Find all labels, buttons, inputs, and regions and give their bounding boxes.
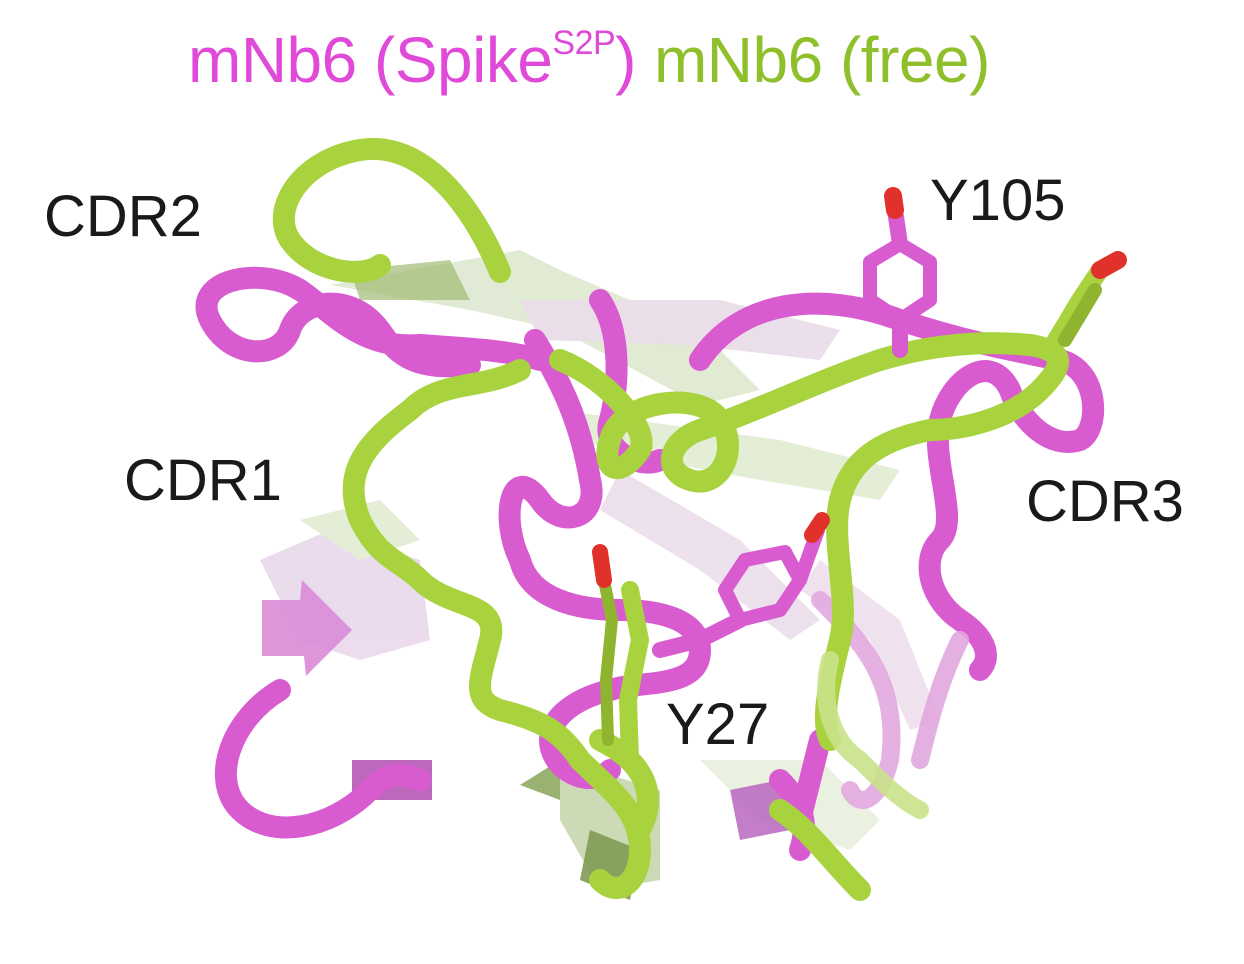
label-cdr3: CDR3 [1026,469,1184,534]
y105-sidechain [863,187,937,358]
legend-bound-suffix: ) [615,24,636,96]
legend: mNb6 (SpikeS2P)mNb6 (free) [188,23,990,96]
legend-bound-superscript: S2P [552,23,616,62]
label-cdr2: CDR2 [44,184,202,249]
label-cdr1: CDR1 [124,448,282,513]
legend-bound-prefix: mNb6 (Spike [188,24,553,96]
y27-free-sidechain [592,544,649,769]
cdr3-free-sidechain [1041,251,1127,359]
legend-bound: mNb6 (SpikeS2P) [188,23,636,96]
label-y27: Y27 [666,692,770,757]
free-backbone [272,137,1069,901]
free-backbone-faint [817,651,929,819]
legend-free: mNb6 (free) [653,24,990,96]
y27-bound-sidechain [652,512,830,658]
label-y105: Y105 [930,168,1066,233]
